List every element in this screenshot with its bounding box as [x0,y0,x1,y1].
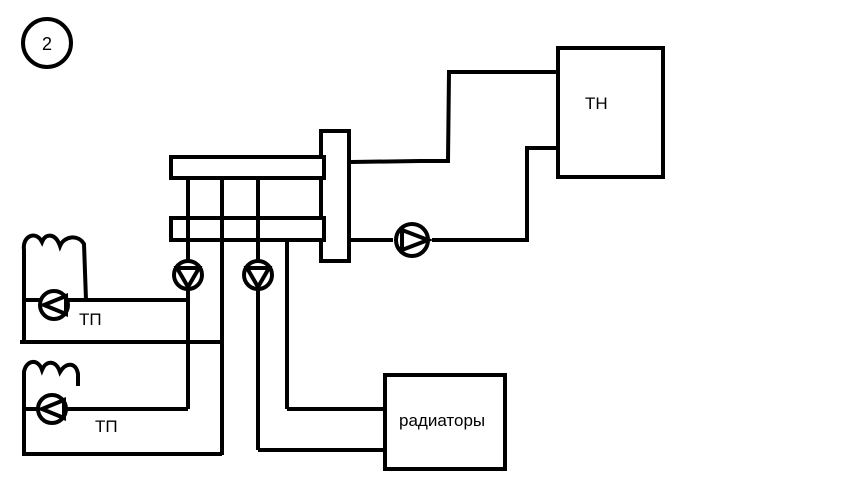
pump-icon-floor-heating-1 [38,289,70,321]
heat-pump-box [556,46,665,179]
floor-heating-1-loop [21,233,88,340]
pump-icon-floor-heating-2 [36,393,68,425]
pump-icon-riser-3 [242,259,274,291]
radiators-box [383,373,507,471]
floor-heating-label-1: ТП [79,310,102,329]
heat-pump-label: ТН [585,94,608,113]
floor-heating-label-2: ТП [95,417,118,436]
radiators-label: радиаторы [399,411,485,430]
floor-heating-2-return-pipe [22,409,222,456]
heat-pump-circulation-pump-icon [394,222,434,258]
floor-heating-2-loop [22,360,80,409]
number-label: 2 [42,34,52,54]
pump-icon-riser-1 [172,259,204,291]
heat-pump-return-pipe [351,146,558,242]
supply-manifold [169,155,326,180]
return-manifold [169,216,326,242]
heat-pump-supply-pipe [350,70,558,164]
number-circle [21,17,73,69]
